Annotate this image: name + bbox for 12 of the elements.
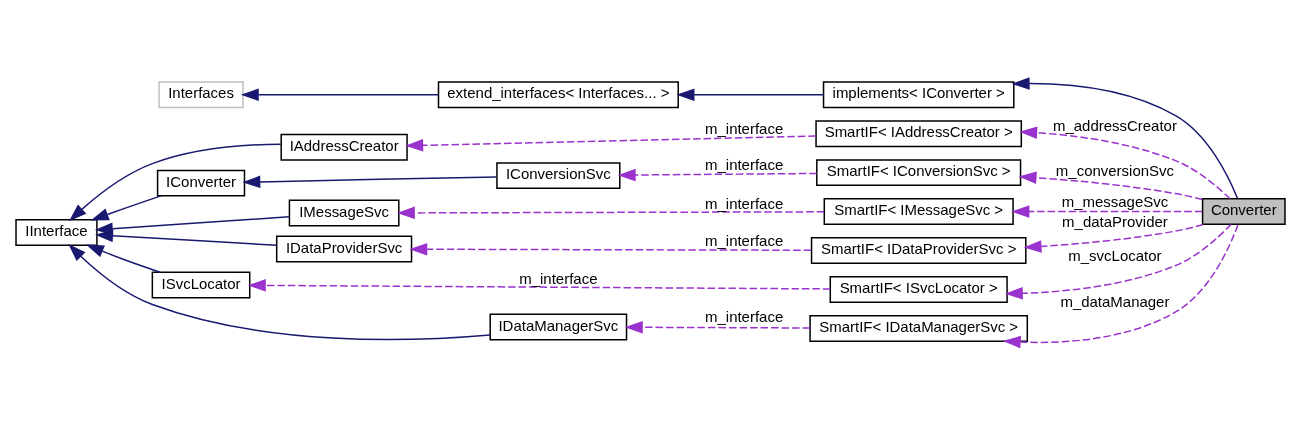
edge-label: m_interface (705, 119, 784, 137)
edge-label: m_dataProvider (1062, 212, 1168, 230)
edge-label: m_interface (705, 155, 784, 173)
edge-label: m_interface (519, 269, 598, 286)
edge-label: m_interface (705, 231, 784, 249)
edge-label: m_interface (705, 307, 784, 325)
edge-label: m_messageSvc (1061, 192, 1169, 210)
edge-label: m_svcLocator (1068, 246, 1162, 264)
edge-label: m_addressCreator (1052, 116, 1177, 134)
edge-label: m_interface (705, 194, 784, 212)
edge-label: m_dataManager (1060, 292, 1170, 310)
edge-label: m_conversionSvc (1055, 161, 1175, 179)
